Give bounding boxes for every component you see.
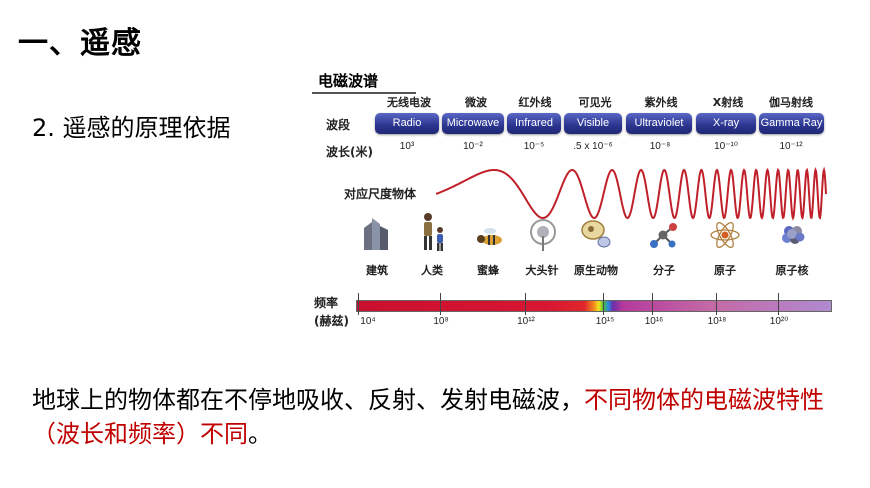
explanation-paragraph: 地球上的物体都在不停地吸收、反射、发射电磁波，不同物体的电磁波特性（波长和频率）… (32, 383, 842, 451)
wavelength-value: 10³ (399, 141, 415, 152)
frequency-row-label: 频率 (314, 296, 339, 310)
wavelength-value: 10⁻⁸ (649, 141, 671, 152)
nucleus-icon (782, 226, 805, 244)
band-pill-microwave: Microwave (442, 113, 504, 134)
slide-subtitle: 2. 遥感的原理依据 (32, 114, 231, 142)
frequency-tick (652, 293, 653, 315)
building-icon (364, 218, 388, 250)
object-label: 原子核 (775, 264, 809, 277)
frequency-value: 10¹⁸ (707, 316, 727, 327)
frequency-value: 10⁸ (433, 316, 449, 327)
wavelength-value: .5 x 10⁻⁶ (573, 141, 613, 152)
object-label: 原生动物 (574, 264, 618, 277)
object-label: 建筑 (366, 264, 388, 277)
wavelength-value: 10⁻¹⁰ (714, 141, 738, 152)
em-spectrum-diagram: 电磁波谱 无线电波 微波 红外线 可见光 紫外线 X射线 伽马射线 波段 Rad… (306, 66, 842, 336)
frequency-value: 10²⁰ (769, 316, 789, 327)
band-pill-ultraviolet: Ultraviolet (626, 113, 692, 134)
paragraph-text: 地球上的物体都在不停地吸收、反射、发射电磁波， (32, 386, 584, 414)
atom-icon (710, 221, 740, 249)
frequency-value: 10⁴ (360, 316, 376, 327)
scale-object-row-label: 对应尺度物体 (344, 187, 417, 201)
frequency-unit-label: (赫兹) (314, 314, 349, 328)
band-name: 可见光 (578, 96, 612, 109)
slide-title: 一、遥感 (18, 26, 142, 61)
band-row-label: 波段 (326, 118, 351, 132)
object-label: 蜜蜂 (477, 264, 499, 277)
band-pill-infrared: Infrared (507, 113, 561, 134)
band-pill-visible: Visible (564, 113, 622, 134)
protozoa-icon (581, 220, 611, 248)
band-pill-radio: Radio (375, 113, 439, 134)
band-name: X射线 (712, 96, 744, 109)
band-pill-gamma: Gamma Ray (759, 113, 824, 134)
band-name: 红外线 (518, 96, 552, 109)
paragraph-end: 。 (248, 420, 272, 448)
frequency-tick (716, 293, 717, 315)
frequency-value: 10¹² (517, 316, 535, 327)
diagram-title: 电磁波谱 (318, 72, 379, 90)
object-label: 原子 (714, 264, 736, 277)
diagram-title-underline (312, 92, 416, 94)
wavelength-value: 10⁻⁵ (523, 141, 545, 152)
band-pill-xray: X-ray (696, 113, 756, 134)
frequency-tick (525, 293, 526, 315)
pin-icon (530, 219, 556, 251)
band-name: 紫外线 (644, 96, 678, 109)
bee-icon (477, 228, 502, 245)
paragraph-emphasis: 不同物体的电磁波特性（波长和频率）不同 (32, 386, 824, 448)
wavelength-row-label: 波长(米) (326, 145, 373, 159)
object-label: 大头针 (525, 264, 559, 277)
molecule-icon (650, 223, 677, 248)
frequency-tick (603, 293, 604, 315)
object-label: 人类 (421, 264, 443, 277)
em-wave-graphic (436, 166, 827, 221)
band-name: 伽马射线 (769, 96, 813, 109)
frequency-bar (356, 300, 832, 312)
em-wave-line (436, 166, 827, 221)
frequency-value: 10¹⁵ (595, 316, 615, 327)
object-label: 分子 (653, 264, 675, 277)
people-icon (424, 213, 443, 251)
wavelength-value: 10⁻¹² (779, 141, 803, 152)
frequency-tick (358, 293, 359, 315)
band-name: 微波 (465, 96, 487, 109)
frequency-tick (440, 293, 441, 315)
wavelength-value: 10⁻² (463, 141, 483, 152)
frequency-value: 10¹⁶ (644, 316, 664, 327)
band-name: 无线电波 (387, 96, 431, 109)
frequency-tick (778, 293, 779, 315)
